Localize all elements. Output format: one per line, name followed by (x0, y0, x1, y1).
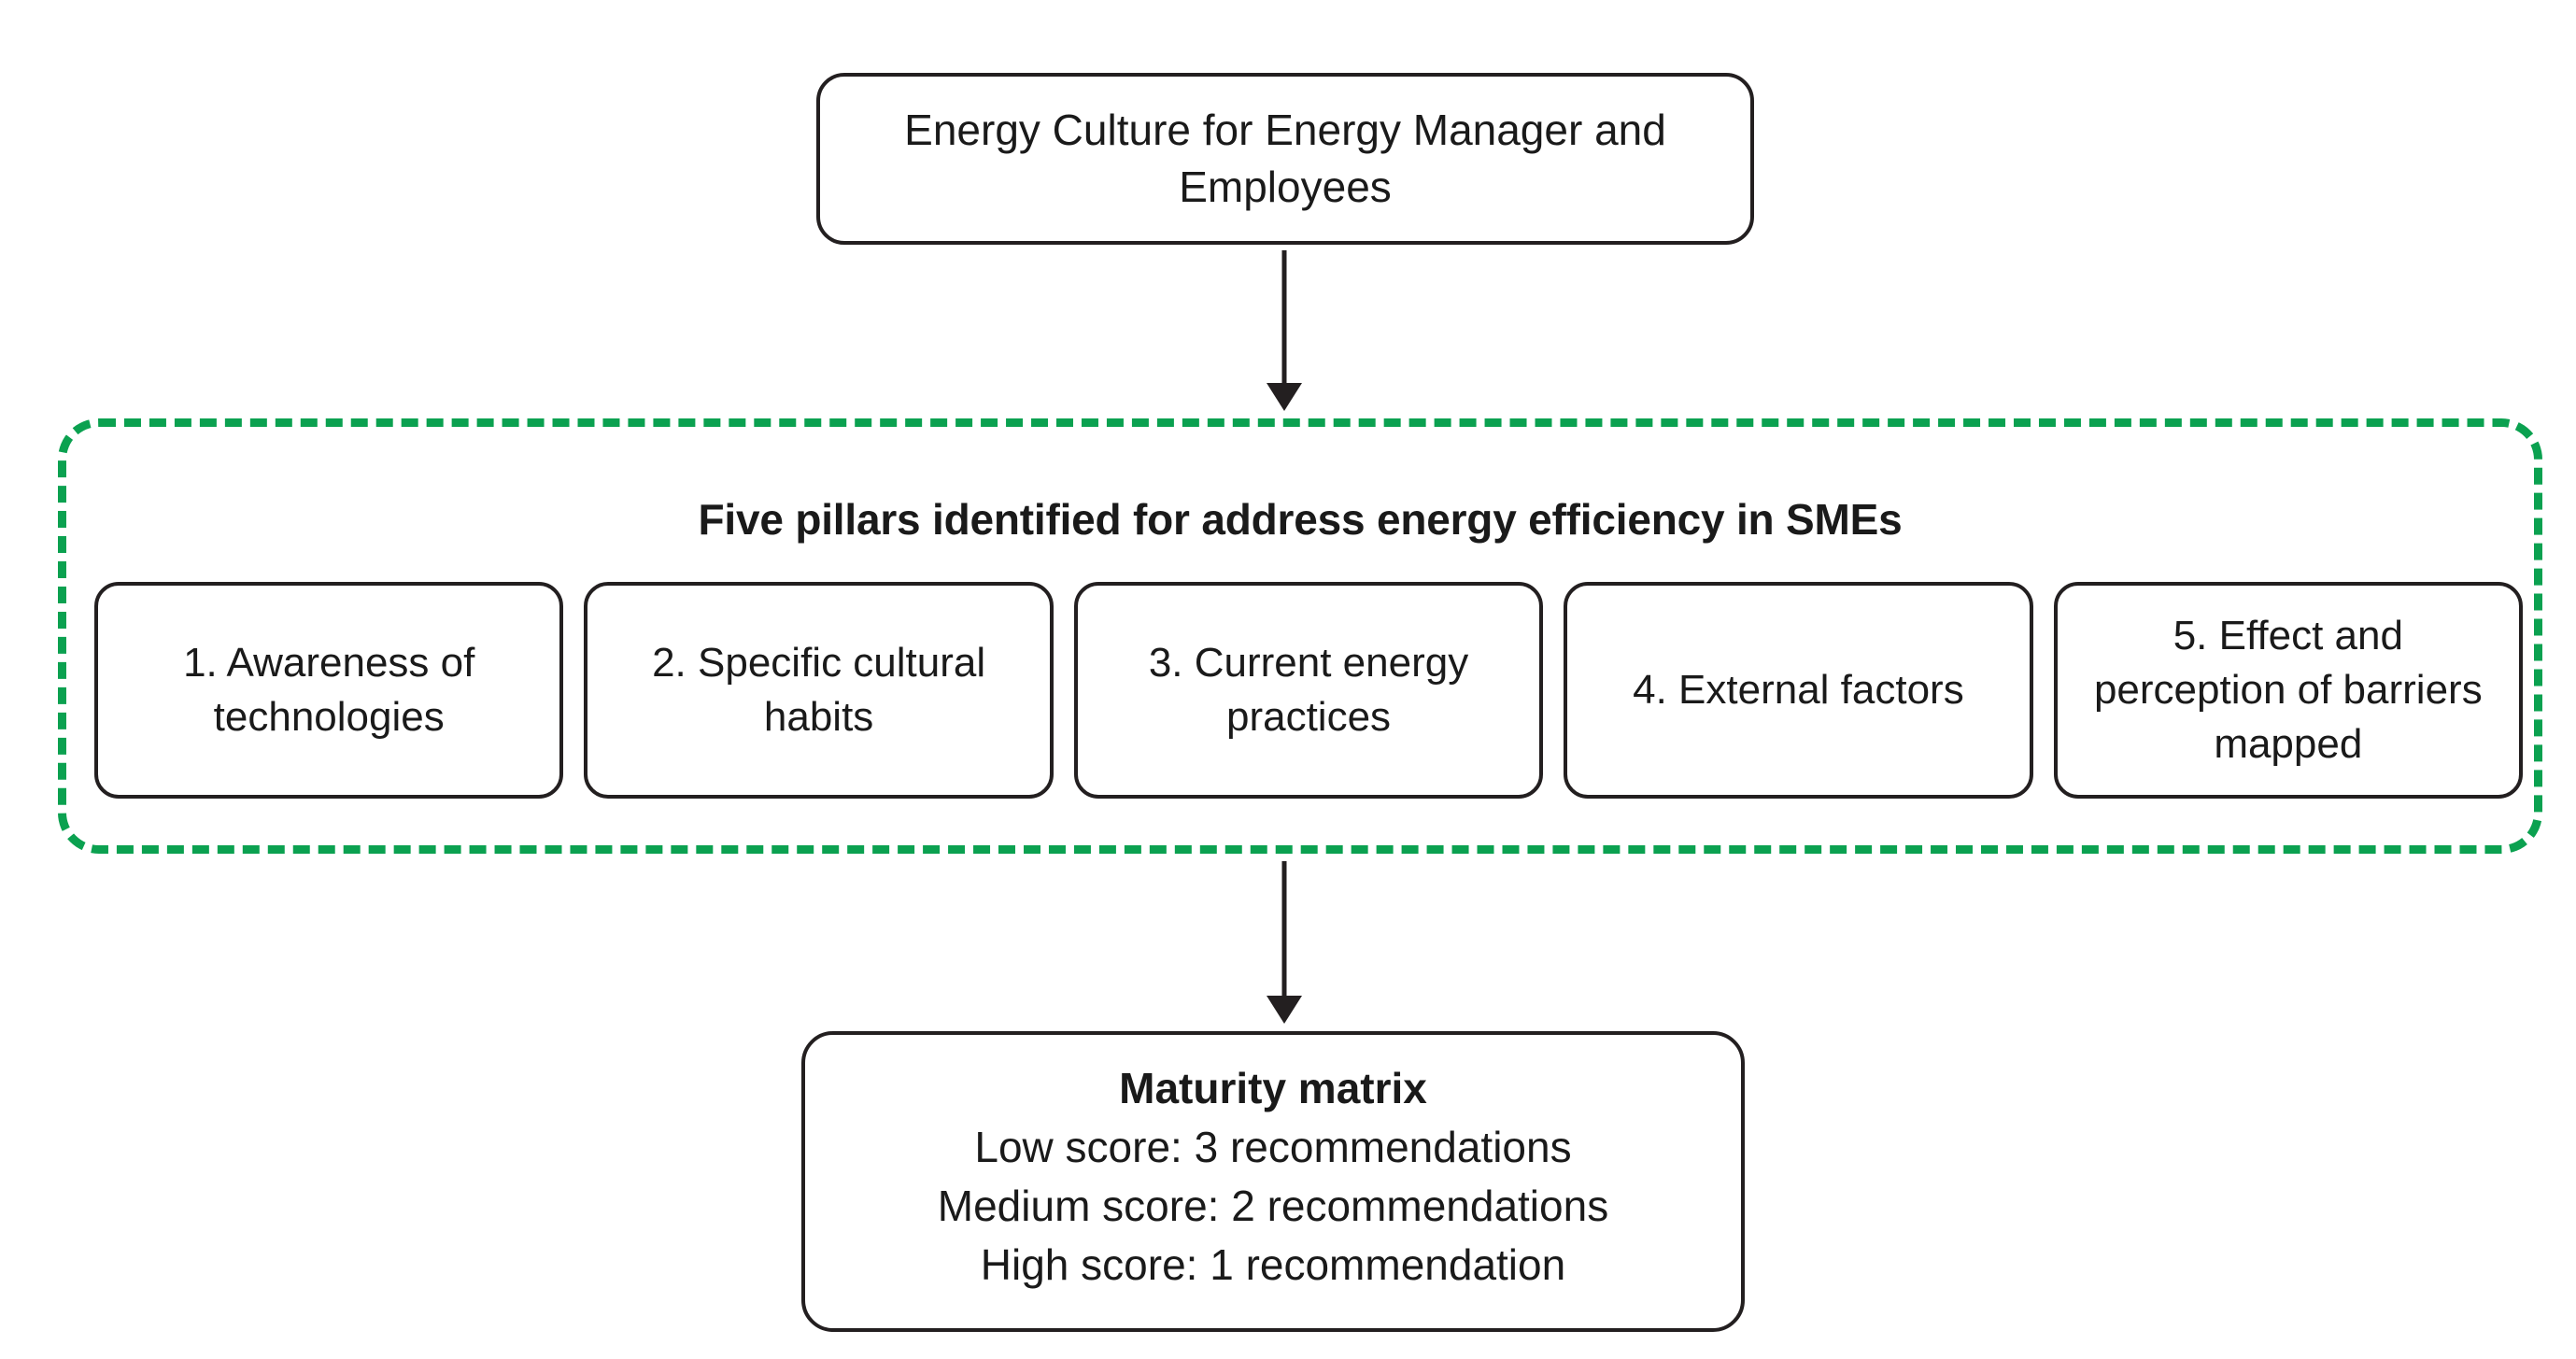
pillar-label: 1. Awareness of technologies (183, 639, 475, 740)
pillar-label: 2. Specific cultural habits (652, 639, 986, 740)
pillar-3-current-energy-practices: 3. Current energy practices (1073, 582, 1544, 799)
pillar-1-awareness-of-technologies: 1. Awareness of technologies (94, 582, 564, 799)
arrow-down-icon-bottom (1266, 861, 1303, 1026)
pillar-4-external-factors: 4. External factors (1564, 582, 2033, 799)
maturity-matrix-node: Maturity matrix Low score: 3 recommendat… (801, 1031, 1745, 1332)
pillar-5-effect-and-perception-of-barriers-mapped: 5. Effect and perception of barriers map… (2053, 582, 2524, 799)
pillar-2-specific-cultural-habits: 2. Specific cultural habits (584, 582, 1054, 799)
maturity-matrix-high-score-line: High score: 1 recommendation (980, 1240, 1566, 1290)
arrow-down-icon-top (1266, 250, 1303, 411)
arrow-head (1267, 996, 1302, 1024)
arrow-shaft (1281, 861, 1287, 999)
pillar-label: 3. Current energy practices (1148, 639, 1469, 740)
pillars-row: 1. Awareness of technologies 2. Specific… (94, 582, 2524, 799)
five-pillars-heading: Five pillars identified for address ener… (698, 495, 1903, 544)
maturity-matrix-low-score-line: Low score: 3 recommendations (974, 1122, 1572, 1171)
energy-culture-node: Energy Culture for Energy Manager and Em… (816, 73, 1754, 245)
maturity-matrix-medium-score-line: Medium score: 2 recommendations (937, 1182, 1609, 1231)
energy-culture-node-label: Energy Culture for Energy Manager and Em… (904, 106, 1666, 211)
pillar-label: 5. Effect and perception of barriers map… (2093, 612, 2483, 768)
arrow-shaft (1281, 250, 1287, 387)
five-pillars-group: Five pillars identified for address ener… (58, 418, 2542, 854)
arrow-head (1267, 383, 1302, 411)
maturity-matrix-title: Maturity matrix (1119, 1064, 1427, 1112)
pillar-label: 4. External factors (1633, 666, 1964, 713)
